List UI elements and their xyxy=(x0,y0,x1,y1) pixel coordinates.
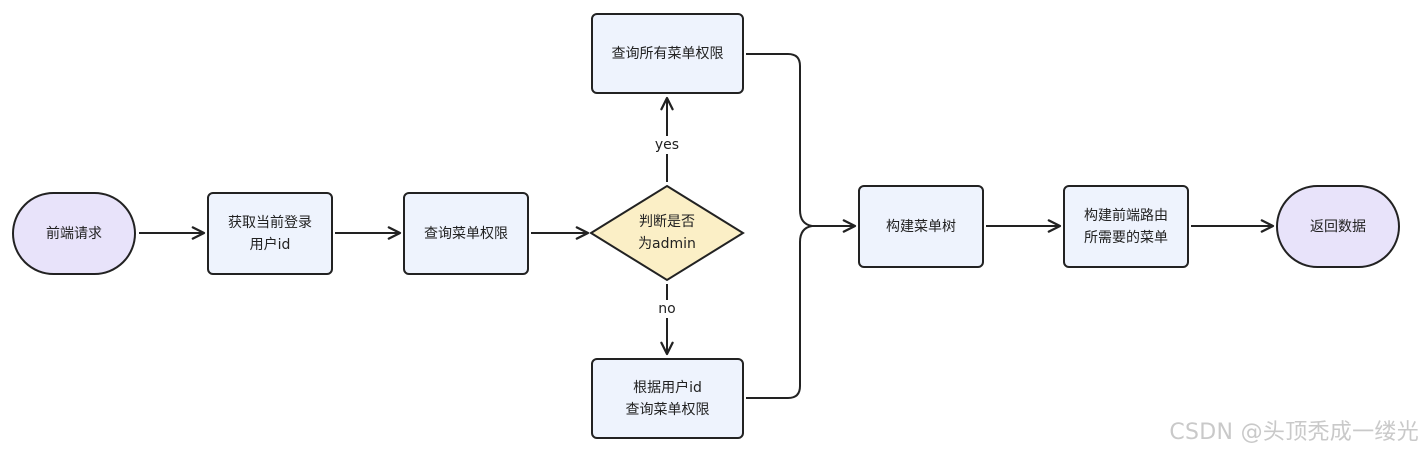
build-menu-tree-label: 构建菜单树 xyxy=(886,218,956,235)
start-node-label: 前端请求 xyxy=(46,225,102,242)
end-node: 返回数据 xyxy=(1276,185,1400,268)
query-all-menu-perm-label: 查询所有菜单权限 xyxy=(611,45,724,62)
query-by-user-id-node: 根据用户id 查询菜单权限 xyxy=(591,358,744,439)
build-frontend-routes-label: 构建前端路由 所需要的菜单 xyxy=(1084,207,1168,246)
edge-query-by-user-to-build-tree xyxy=(746,225,813,399)
decision-diamond xyxy=(589,184,745,282)
end-node-label: 返回数据 xyxy=(1310,218,1366,235)
decision-label: 判断是否 为admin xyxy=(638,214,696,252)
start-node: 前端请求 xyxy=(12,192,136,275)
get-user-id-label: 获取当前登录 用户id xyxy=(228,214,312,253)
query-menu-perm-label: 查询菜单权限 xyxy=(424,225,508,242)
build-menu-tree-node: 构建菜单树 xyxy=(858,185,984,268)
query-by-user-id-label: 根据用户id 查询菜单权限 xyxy=(625,379,710,418)
no-edge-label: no xyxy=(656,300,678,318)
edge-query-all-to-build-tree xyxy=(746,53,857,233)
yes-edge-label: yes xyxy=(652,136,682,154)
build-frontend-routes-node: 构建前端路由 所需要的菜单 xyxy=(1063,185,1189,268)
watermark: CSDN @头顶秃成一缕光 xyxy=(1169,420,1419,445)
get-user-id-node: 获取当前登录 用户id xyxy=(207,192,333,275)
query-all-menu-perm-node: 查询所有菜单权限 xyxy=(591,13,744,94)
query-menu-perm-node: 查询菜单权限 xyxy=(403,192,529,275)
